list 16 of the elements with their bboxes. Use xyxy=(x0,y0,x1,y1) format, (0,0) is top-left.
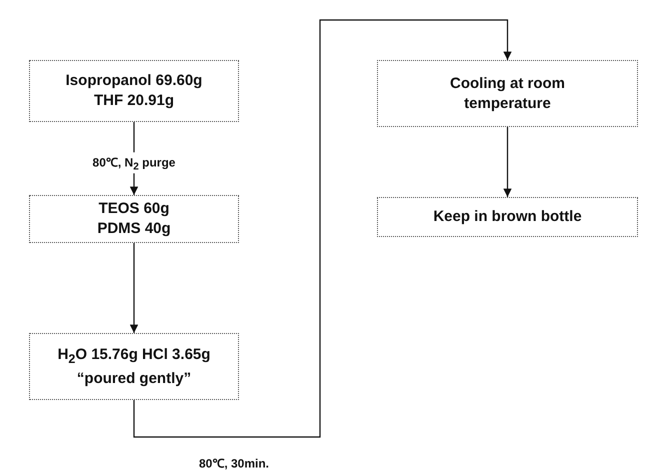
step-text: “poured gently” xyxy=(76,368,192,388)
step-text: TEOS 60g xyxy=(98,199,170,219)
step-text: Isopropanol 69.60g xyxy=(66,71,202,91)
process-box xyxy=(29,333,239,400)
arrow xyxy=(133,19,512,438)
step-text: H$_{2}$O 15.76g HCl 3.65g xyxy=(58,344,210,368)
step-text: THF 20.91g xyxy=(94,91,174,111)
arrow xyxy=(130,243,138,333)
process-box xyxy=(377,60,638,127)
process-box xyxy=(29,195,239,243)
step-text: Keep in brown bottle xyxy=(433,207,582,227)
step-text: PDMS 40g xyxy=(97,219,171,239)
process-box xyxy=(377,197,638,237)
step-text: Cooling at room temperature xyxy=(449,74,566,114)
arrow xyxy=(503,127,512,197)
process-box xyxy=(29,60,239,122)
